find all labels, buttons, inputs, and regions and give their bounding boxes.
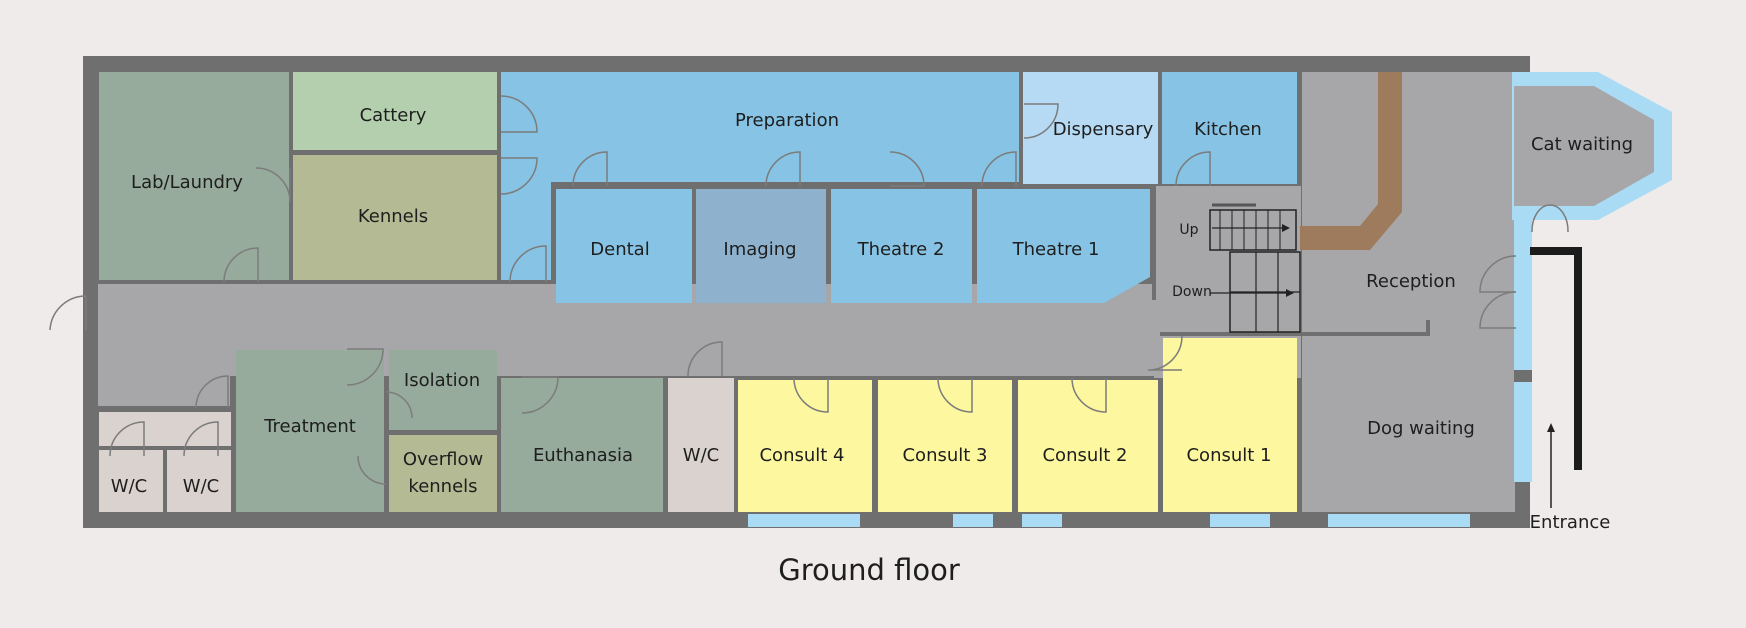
- label-isolation: Isolation: [404, 370, 480, 391]
- label-wc-middle: W/C: [183, 476, 219, 497]
- label-consult-2: Consult 2: [1042, 445, 1127, 466]
- floor-title: Ground floor: [778, 553, 960, 587]
- door: [1479, 291, 1517, 329]
- room-consult-4: [738, 380, 872, 512]
- door: [346, 348, 384, 386]
- room-euthanasia: [501, 378, 663, 512]
- room-cat-waiting: [1514, 86, 1654, 206]
- entrance-frame-gap: [1514, 370, 1532, 382]
- door: [1531, 204, 1551, 233]
- room-isolation: [389, 350, 497, 430]
- label-treatment: Treatment: [263, 416, 356, 437]
- door: [1147, 335, 1183, 371]
- door: [1549, 204, 1569, 233]
- label-theatre-2: Theatre 2: [857, 239, 945, 260]
- label-euthanasia: Euthanasia: [533, 445, 633, 466]
- room-consult-2: [1018, 380, 1158, 512]
- door: [509, 245, 547, 283]
- room-lab-laundry: [99, 72, 289, 280]
- door: [937, 377, 973, 413]
- door: [1479, 255, 1517, 293]
- door: [195, 375, 229, 409]
- room-wc-left: [99, 450, 163, 512]
- label-consult-1: Consult 1: [1186, 445, 1271, 466]
- label-consult-3: Consult 3: [902, 445, 987, 466]
- corridor-stub-left: [98, 348, 230, 406]
- room-overflow-kennels: [389, 435, 497, 512]
- room-imaging: [696, 189, 826, 303]
- label-dispensary: Dispensary: [1053, 119, 1154, 140]
- room-wc-middle: [167, 450, 231, 512]
- label-overflow-kennels-line1: Overflow: [403, 449, 483, 470]
- window: [1022, 514, 1062, 527]
- door: [223, 247, 259, 283]
- door: [109, 421, 145, 457]
- internal-walls: [504, 186, 1430, 336]
- room-treatment: [236, 350, 384, 512]
- label-lab-laundry: Lab/Laundry: [131, 172, 243, 193]
- label-dog-waiting: Dog waiting: [1367, 418, 1475, 439]
- door: [183, 421, 219, 457]
- door: [793, 377, 829, 413]
- room-theatre-1: [977, 189, 1150, 303]
- label-cattery: Cattery: [360, 105, 427, 126]
- doors: [49, 95, 1569, 485]
- door: [1071, 377, 1107, 413]
- label-dental: Dental: [590, 239, 649, 260]
- door: [981, 151, 1017, 187]
- room-wc-right: [668, 378, 734, 512]
- door: [49, 295, 87, 331]
- door: [521, 376, 559, 414]
- window: [953, 514, 993, 527]
- label-stairs-down: Down: [1172, 284, 1212, 300]
- room-preparation: [501, 72, 1019, 182]
- door: [1023, 103, 1059, 139]
- label-consult-4: Consult 4: [759, 445, 844, 466]
- door: [889, 151, 925, 187]
- room-kitchen: [1162, 72, 1297, 184]
- door: [765, 151, 801, 187]
- room-cattery: [293, 72, 497, 150]
- room-dispensary: [1023, 72, 1158, 184]
- label-wc-right: W/C: [683, 445, 719, 466]
- access-ramp: [1300, 72, 1402, 250]
- label-overflow-kennels-line2: kennels: [408, 476, 477, 497]
- label-kitchen: Kitchen: [1194, 119, 1262, 140]
- label-cat-waiting: Cat waiting: [1531, 134, 1633, 155]
- window: [1210, 514, 1270, 527]
- label-theatre-1: Theatre 1: [1012, 239, 1100, 260]
- door: [357, 455, 387, 485]
- door: [687, 341, 723, 377]
- window: [748, 514, 860, 527]
- entrance-railing: [1530, 247, 1582, 470]
- door: [500, 157, 538, 195]
- door: [385, 391, 413, 419]
- room-dental: [556, 189, 692, 303]
- wc-lobby: [99, 412, 231, 446]
- window: [1328, 514, 1470, 527]
- label-kennels: Kennels: [358, 206, 428, 227]
- entrance-glazing: [1514, 206, 1532, 482]
- door: [572, 151, 608, 187]
- door: [500, 95, 538, 133]
- label-imaging: Imaging: [723, 239, 796, 260]
- room-kennels: [293, 155, 497, 280]
- label-stairs-up: Up: [1179, 222, 1198, 238]
- label-entrance: Entrance: [1530, 512, 1611, 533]
- label-reception: Reception: [1366, 271, 1456, 292]
- preparation-extension: [501, 182, 551, 280]
- door: [1175, 151, 1211, 187]
- room-theatre-2: [831, 189, 972, 303]
- label-wc-left: W/C: [111, 476, 147, 497]
- label-preparation: Preparation: [735, 110, 839, 131]
- door: [255, 167, 291, 203]
- entrance-arrow-icon: [1547, 423, 1555, 508]
- room-consult-3: [878, 380, 1012, 512]
- room-consult-1: [1163, 338, 1297, 512]
- staircase: [1209, 203, 1301, 333]
